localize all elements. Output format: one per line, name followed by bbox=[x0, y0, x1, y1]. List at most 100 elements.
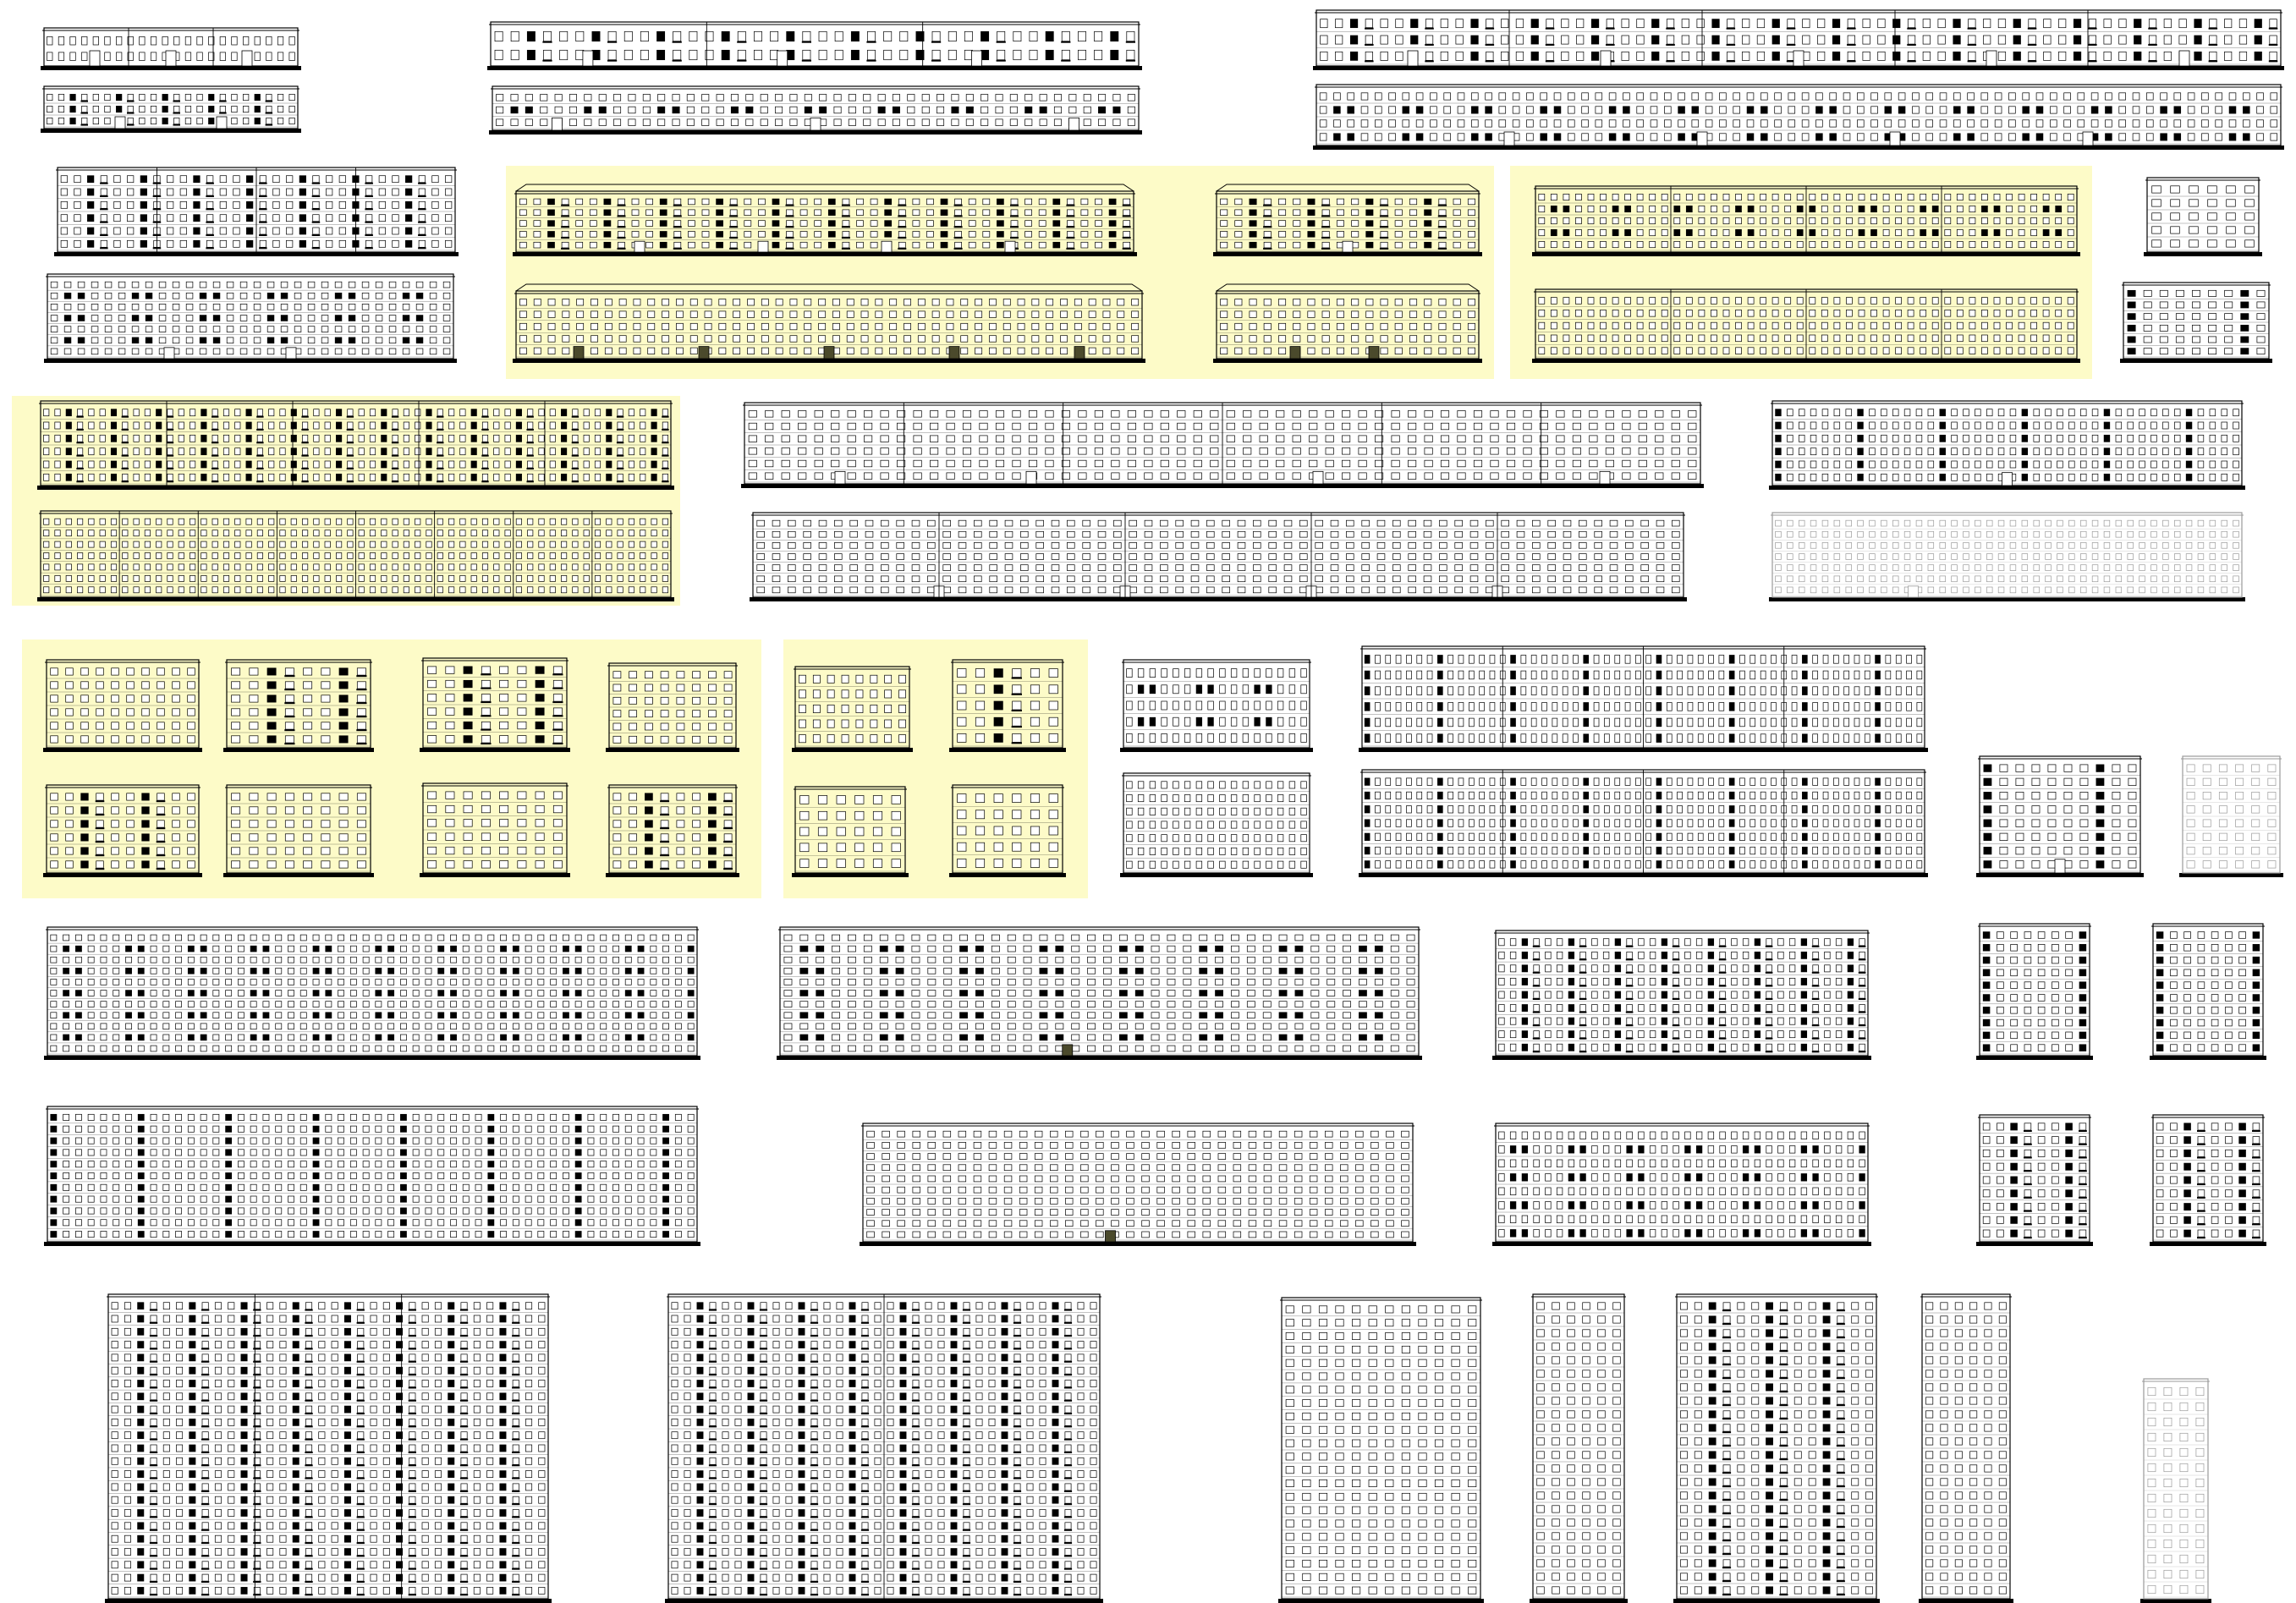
window bbox=[1993, 321, 2001, 330]
window bbox=[126, 708, 135, 716]
window bbox=[1237, 519, 1246, 527]
window bbox=[375, 281, 383, 288]
window bbox=[533, 299, 541, 306]
window bbox=[199, 348, 207, 355]
window bbox=[2254, 35, 2262, 45]
window bbox=[1220, 322, 1228, 331]
window bbox=[392, 552, 398, 559]
balcony bbox=[76, 454, 84, 457]
window bbox=[870, 231, 878, 238]
window bbox=[418, 227, 426, 235]
window bbox=[814, 231, 822, 238]
window bbox=[1409, 198, 1418, 206]
window bbox=[982, 241, 991, 249]
window bbox=[1206, 530, 1215, 538]
window bbox=[510, 94, 519, 102]
balcony bbox=[866, 41, 876, 43]
window bbox=[290, 421, 297, 430]
window bbox=[233, 200, 240, 209]
window bbox=[1963, 409, 1969, 417]
window bbox=[2192, 313, 2200, 321]
window bbox=[2042, 297, 2050, 305]
window bbox=[1612, 334, 1619, 343]
window bbox=[1589, 472, 1598, 480]
window bbox=[211, 586, 218, 594]
window bbox=[1439, 586, 1447, 594]
window bbox=[1796, 334, 1804, 343]
window bbox=[199, 326, 207, 332]
window bbox=[211, 434, 218, 442]
window bbox=[2209, 519, 2216, 527]
window bbox=[1074, 335, 1082, 343]
window bbox=[1060, 299, 1068, 306]
window bbox=[1589, 435, 1598, 442]
window bbox=[2127, 586, 2134, 594]
window bbox=[211, 447, 218, 456]
window bbox=[1787, 409, 1793, 417]
window bbox=[1742, 51, 1750, 61]
window bbox=[1862, 35, 1870, 45]
window bbox=[1067, 575, 1075, 583]
window bbox=[1234, 231, 1243, 238]
window bbox=[1951, 586, 1958, 594]
window bbox=[173, 118, 180, 125]
window bbox=[968, 220, 976, 227]
window bbox=[2091, 409, 2099, 417]
window bbox=[880, 410, 889, 418]
window bbox=[798, 422, 807, 431]
window bbox=[347, 518, 354, 525]
window bbox=[2139, 575, 2145, 583]
window bbox=[1131, 322, 1140, 331]
balcony bbox=[1122, 247, 1131, 250]
window bbox=[880, 459, 889, 468]
window bbox=[1067, 586, 1075, 594]
window bbox=[1609, 519, 1618, 527]
window bbox=[1810, 530, 1817, 538]
window bbox=[1821, 409, 1829, 417]
window bbox=[756, 542, 765, 549]
facade-outline bbox=[2123, 282, 2270, 360]
window bbox=[1787, 586, 1793, 594]
window bbox=[1939, 519, 1946, 527]
window bbox=[234, 541, 241, 548]
window bbox=[1351, 347, 1359, 354]
window bbox=[2042, 194, 2050, 201]
window bbox=[336, 586, 343, 594]
window bbox=[2256, 324, 2266, 332]
window bbox=[1457, 422, 1466, 431]
window bbox=[2207, 239, 2217, 248]
window bbox=[324, 421, 331, 430]
window bbox=[256, 586, 263, 594]
window bbox=[1336, 347, 1344, 354]
window bbox=[1572, 472, 1581, 480]
window bbox=[254, 52, 261, 61]
balcony bbox=[211, 442, 219, 444]
window bbox=[253, 315, 261, 321]
window bbox=[437, 434, 443, 442]
window bbox=[88, 518, 95, 525]
window bbox=[1881, 530, 1887, 538]
window bbox=[1975, 409, 1981, 417]
window bbox=[77, 337, 85, 344]
window bbox=[1760, 119, 1768, 128]
window bbox=[172, 722, 180, 730]
window bbox=[1315, 553, 1323, 560]
window bbox=[1640, 519, 1649, 527]
window bbox=[1903, 434, 1911, 442]
window bbox=[765, 472, 774, 480]
window bbox=[676, 310, 684, 318]
window bbox=[1920, 297, 1927, 305]
window bbox=[110, 409, 118, 417]
window bbox=[850, 49, 860, 61]
window bbox=[864, 410, 873, 418]
window bbox=[1222, 519, 1230, 527]
window bbox=[2197, 586, 2205, 594]
window bbox=[74, 214, 81, 222]
window bbox=[1688, 472, 1697, 480]
window bbox=[1457, 435, 1466, 442]
window bbox=[2178, 35, 2187, 45]
window bbox=[2057, 564, 2063, 571]
window bbox=[737, 49, 746, 61]
window bbox=[302, 586, 309, 594]
window bbox=[196, 52, 203, 61]
